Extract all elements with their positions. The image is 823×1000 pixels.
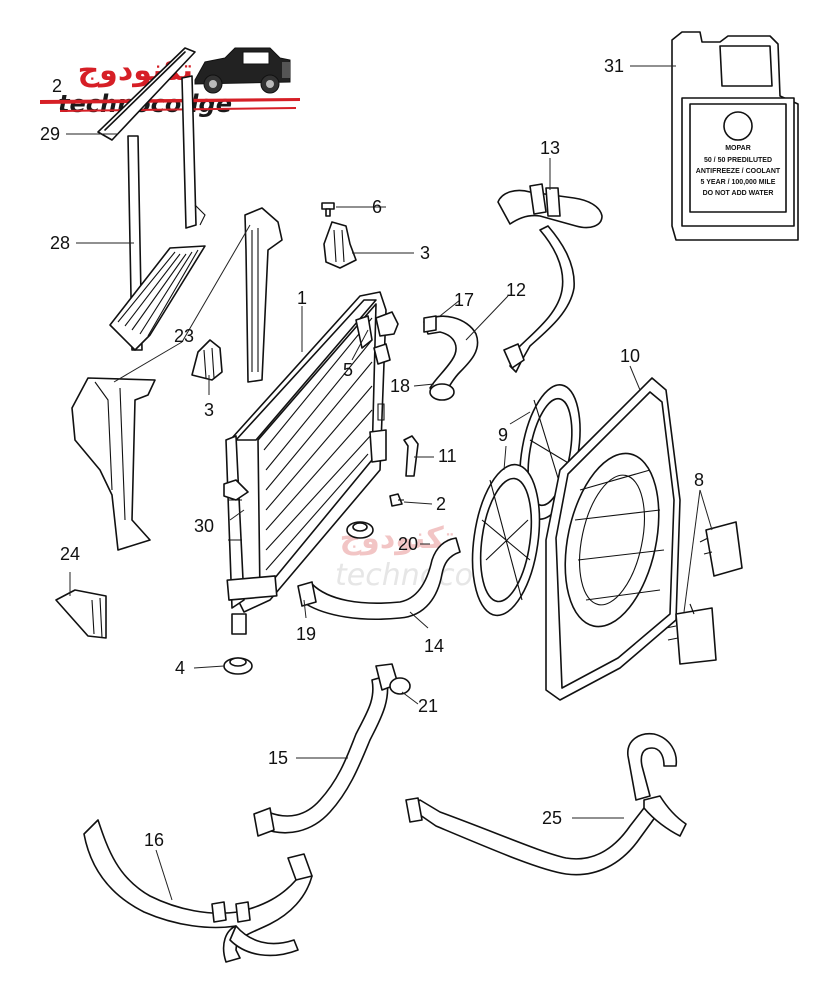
grommet-20 xyxy=(346,521,374,539)
callout-20: 20 xyxy=(398,534,418,554)
air-deflector-left xyxy=(71,377,156,551)
callout-2-plug: 2 xyxy=(436,494,446,514)
leader-lines xyxy=(66,65,713,901)
coolant-line-4: DO NOT ADD WATER xyxy=(703,190,774,197)
callout-8: 8 xyxy=(694,470,704,490)
callout-19: 19 xyxy=(296,624,316,644)
radiator-isolator-upper xyxy=(323,221,357,269)
coolant-brand: MOPAR xyxy=(725,145,751,152)
callout-25: 25 xyxy=(542,808,562,828)
callout-31: 31 xyxy=(604,56,624,76)
callout-3-upper: 3 xyxy=(420,243,430,263)
lower-isolator-grommet xyxy=(223,657,253,675)
callout-16: 16 xyxy=(144,830,164,850)
callout-5: 5 xyxy=(343,360,353,380)
radiator-inlet-hose xyxy=(423,315,479,401)
upper-radiator-hose-13 xyxy=(497,183,603,229)
callout-21: 21 xyxy=(418,696,438,716)
callout-2-top: 2 xyxy=(52,76,62,96)
coolant-jug: MOPAR 50 / 50 PREDILUTED ANTIFREEZE / CO… xyxy=(671,31,799,241)
radiator xyxy=(223,291,399,635)
callout-24: 24 xyxy=(60,544,80,564)
callout-1: 1 xyxy=(297,288,307,308)
jeep-logo-icon xyxy=(194,47,291,94)
heater-hose-16 xyxy=(83,819,313,963)
fan-shroud xyxy=(545,377,681,701)
upper-radiator-hose-12 xyxy=(503,225,575,373)
callout-23: 23 xyxy=(174,326,194,346)
bolt-6 xyxy=(321,202,335,217)
callout-12: 12 xyxy=(506,280,526,300)
lower-air-deflector xyxy=(55,589,107,639)
radiator-side-bracket xyxy=(244,207,283,383)
callout-9: 9 xyxy=(498,425,508,445)
fan-motor-upper xyxy=(699,521,743,577)
callout-14: 14 xyxy=(424,636,444,656)
coolant-pipe-25 xyxy=(405,732,687,876)
radiator-isolator-left xyxy=(191,339,223,381)
radiator-mount-bracket xyxy=(355,315,373,349)
watermark-logo: تكنودوج technocodge xyxy=(40,47,300,118)
callout-13: 13 xyxy=(540,138,560,158)
callout-15: 15 xyxy=(268,748,288,768)
vent-hose xyxy=(403,435,419,477)
callout-29: 29 xyxy=(40,124,60,144)
callout-6: 6 xyxy=(372,197,382,217)
callout-10: 10 xyxy=(620,346,640,366)
coolant-line-3: 5 YEAR / 100,000 MILE xyxy=(701,179,776,186)
callout-18: 18 xyxy=(390,376,410,396)
coolant-line-1: 50 / 50 PREDILUTED xyxy=(704,157,772,164)
radiator-air-seal xyxy=(97,47,206,351)
drain-plug xyxy=(389,493,404,507)
callout-17: 17 xyxy=(454,290,474,310)
heater-hose-15 xyxy=(253,663,411,837)
callout-4: 4 xyxy=(175,658,185,678)
fan-motor-lower xyxy=(665,603,717,665)
callout-30: 30 xyxy=(194,516,214,536)
callout-3-left: 3 xyxy=(204,400,214,420)
callout-11: 11 xyxy=(438,446,457,466)
coolant-line-2: ANTIFREEZE / COOLANT xyxy=(696,168,781,175)
callout-numbers: 1 2 2 3 3 4 5 6 8 9 10 11 12 13 14 15 16… xyxy=(40,56,704,850)
lower-radiator-hose-14 xyxy=(297,537,461,621)
callout-28: 28 xyxy=(50,233,70,253)
